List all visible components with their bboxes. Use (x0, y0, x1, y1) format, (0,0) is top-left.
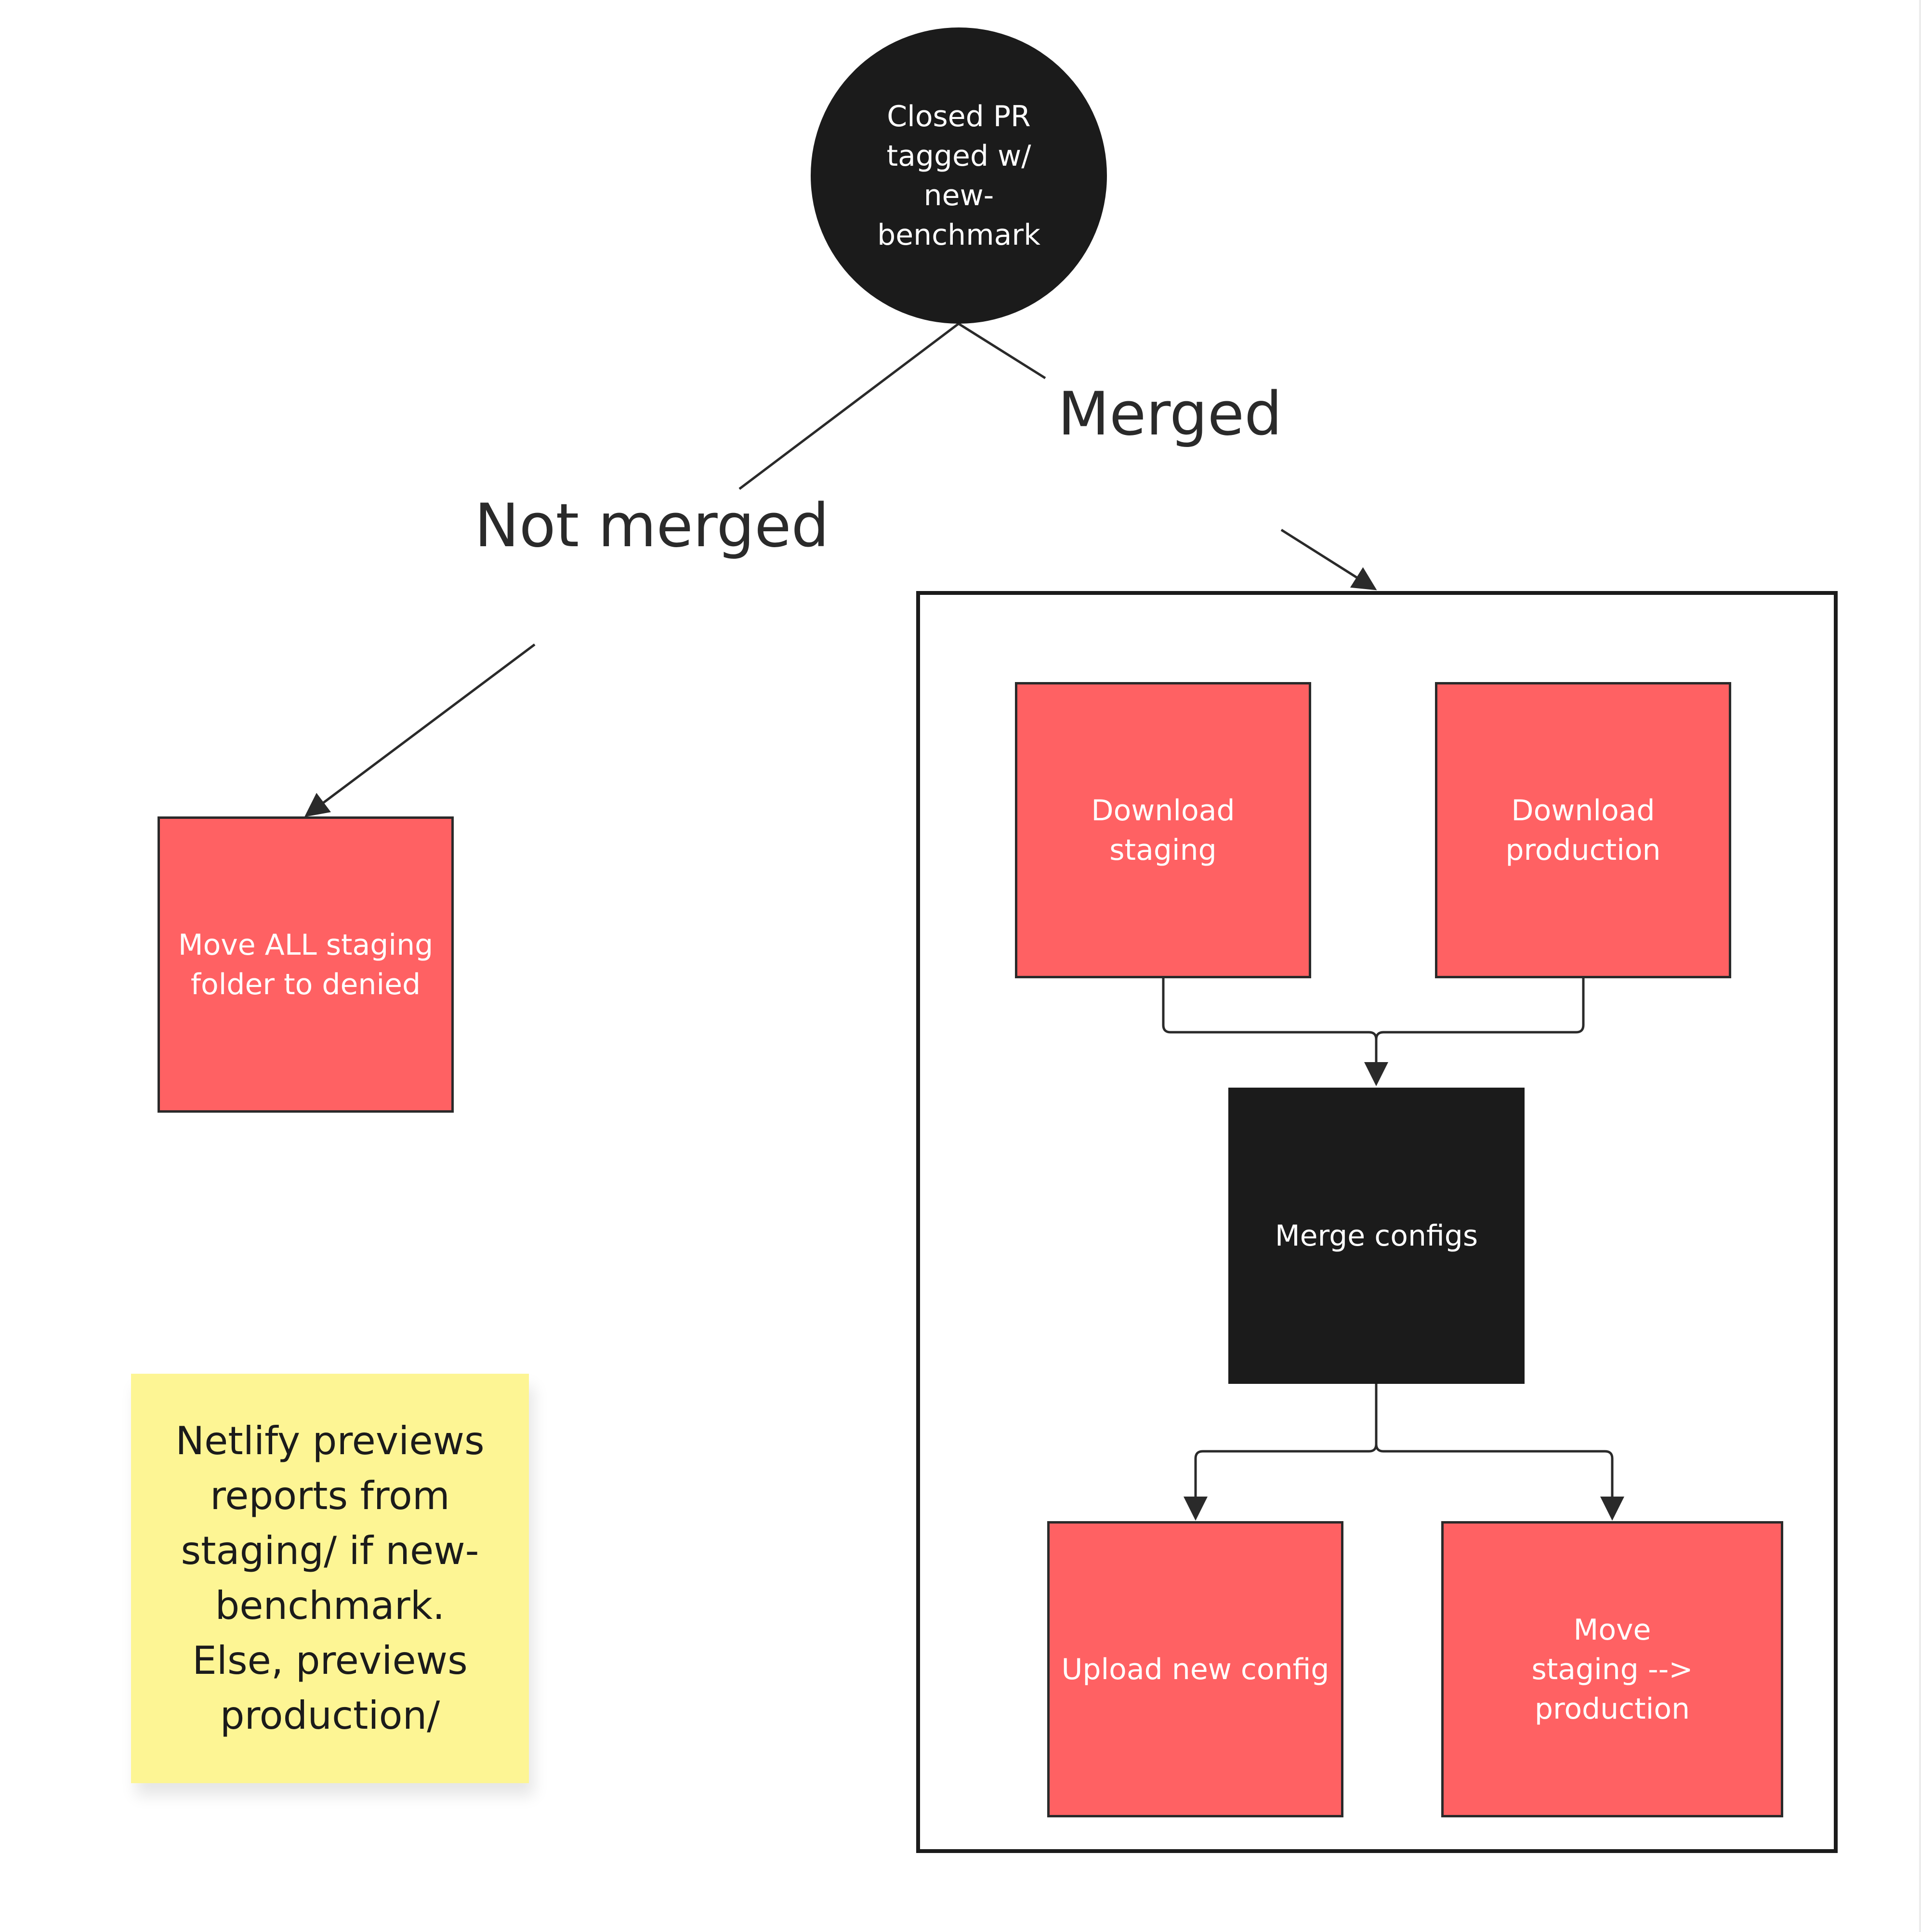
edge-start-to-not-merged (738, 323, 960, 490)
canvas-right-edge (1919, 0, 1921, 1932)
edge-merged-to-container (1280, 528, 1377, 591)
start-node-closed-pr[interactable]: Closed PR tagged w/ new- benchmark (811, 27, 1107, 324)
upload-new-config-box[interactable]: Upload new config (1047, 1521, 1343, 1817)
move-staging-to-production-box[interactable]: Move staging --> production (1441, 1521, 1783, 1817)
merged-steps-container[interactable] (916, 591, 1838, 1853)
move-all-staging-to-denied-box[interactable]: Move ALL staging folder to denied (158, 816, 454, 1113)
merge-configs-box[interactable]: Merge configs (1228, 1088, 1525, 1384)
branch-label-merged: Merged (1058, 380, 1282, 449)
download-staging-box[interactable]: Download staging (1015, 682, 1311, 978)
edge-not-merged-to-move-all-staging (304, 643, 536, 817)
edge-start-to-merged (958, 322, 1046, 380)
netlify-previews-sticky-note[interactable]: Netlify previews reports from staging/ i… (131, 1374, 529, 1783)
branch-label-not-merged: Not merged (474, 491, 829, 561)
download-production-box[interactable]: Download production (1435, 682, 1731, 978)
